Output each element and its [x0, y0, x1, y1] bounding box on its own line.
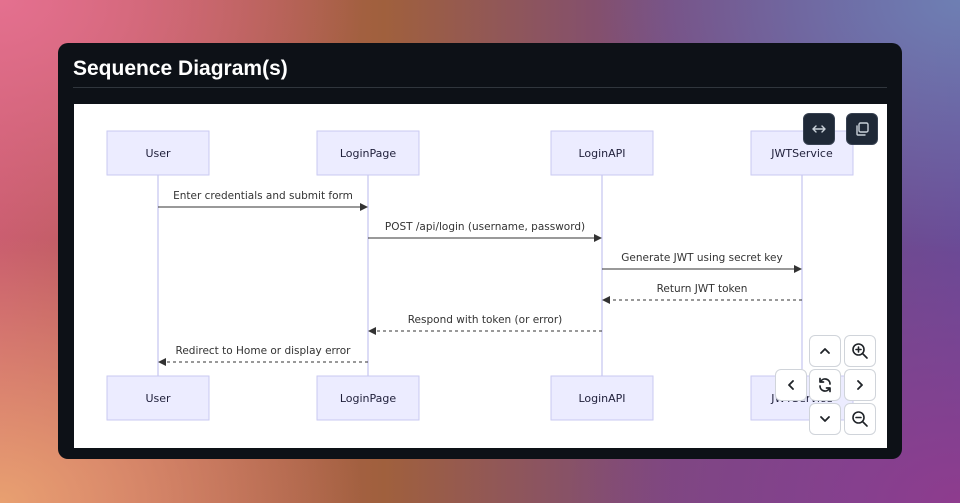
message-label-1: Enter credentials and submit form: [173, 190, 353, 202]
title-divider: [73, 87, 887, 88]
copy-button[interactable]: [846, 113, 878, 145]
participant-label-top-loginpage: LoginPage: [340, 147, 397, 160]
participant-box-bottom-user: [106, 375, 210, 421]
message-label-2: POST /api/login (username, password): [385, 221, 585, 233]
chevron-down-icon: [820, 416, 830, 422]
participant-box-top-jwtservice: [750, 130, 854, 176]
participant-label-top-jwtservice: JWTService: [770, 147, 833, 160]
chevron-left-icon: [788, 380, 794, 390]
chevron-right-icon: [857, 380, 863, 390]
pan-left-button[interactable]: [775, 369, 807, 401]
reset-view-button[interactable]: [809, 369, 841, 401]
zoom-in-icon: [852, 343, 868, 359]
participant-box-bottom-loginapi: [550, 375, 654, 421]
card-title: Sequence Diagram(s): [73, 57, 288, 80]
chevron-up-icon: [820, 348, 830, 354]
refresh-icon: [819, 377, 831, 393]
participant-label-bottom-user: User: [145, 392, 171, 405]
participant-box-bottom-loginpage: [316, 375, 420, 421]
arrows-horizontal-icon: [812, 125, 826, 133]
participant-box-top-user: [106, 130, 210, 176]
participant-box-top-loginpage: [316, 130, 420, 176]
participant-label-bottom-loginpage: LoginPage: [340, 392, 397, 405]
message-label-3: Generate JWT using secret key: [621, 252, 782, 264]
message-label-6: Redirect to Home or display error: [176, 345, 352, 357]
message-label-4: Return JWT token: [657, 283, 748, 295]
pan-right-button[interactable]: [844, 369, 876, 401]
message-label-5: Respond with token (or error): [408, 314, 563, 326]
participant-box-top-loginapi: [550, 130, 654, 176]
zoom-in-button[interactable]: [844, 335, 876, 367]
zoom-out-button[interactable]: [844, 403, 876, 435]
fit-width-button[interactable]: [803, 113, 835, 145]
zoom-out-icon: [852, 411, 868, 427]
participant-label-top-loginapi: LoginAPI: [578, 147, 625, 160]
participant-label-top-user: User: [145, 147, 171, 160]
copy-icon: [856, 122, 869, 136]
pan-up-button[interactable]: [809, 335, 841, 367]
pan-down-button[interactable]: [809, 403, 841, 435]
participant-label-bottom-loginapi: LoginAPI: [578, 392, 625, 405]
